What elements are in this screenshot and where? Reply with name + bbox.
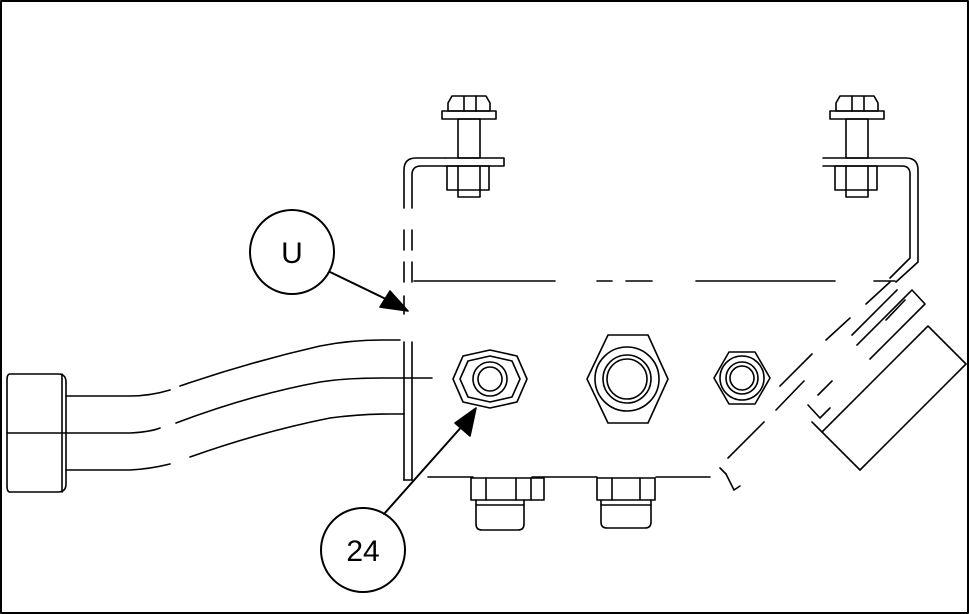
fitting-bottom-center xyxy=(596,477,656,529)
hose-assembly xyxy=(6,339,433,493)
bolt-top-left xyxy=(441,95,497,198)
fitting-right xyxy=(713,351,771,405)
callout-24-leader xyxy=(383,423,465,515)
fitting-24 xyxy=(452,349,528,409)
callout-24-circle xyxy=(320,507,406,593)
fitting-center xyxy=(586,334,669,424)
callout-u-leader xyxy=(329,271,393,303)
callout-24-label: 24 xyxy=(346,535,379,568)
angled-component xyxy=(807,289,967,471)
callout-u-label: U xyxy=(281,237,303,270)
bolt-top-right xyxy=(829,95,885,198)
manifold-bracket xyxy=(403,157,919,491)
callout-u-arrowhead xyxy=(379,290,409,312)
fitting-bottom-left xyxy=(470,477,545,531)
callout-u-circle xyxy=(249,209,335,295)
callout-24-arrowhead xyxy=(454,407,477,437)
callout-24: 24 xyxy=(320,407,477,593)
callout-u: U xyxy=(249,209,409,312)
